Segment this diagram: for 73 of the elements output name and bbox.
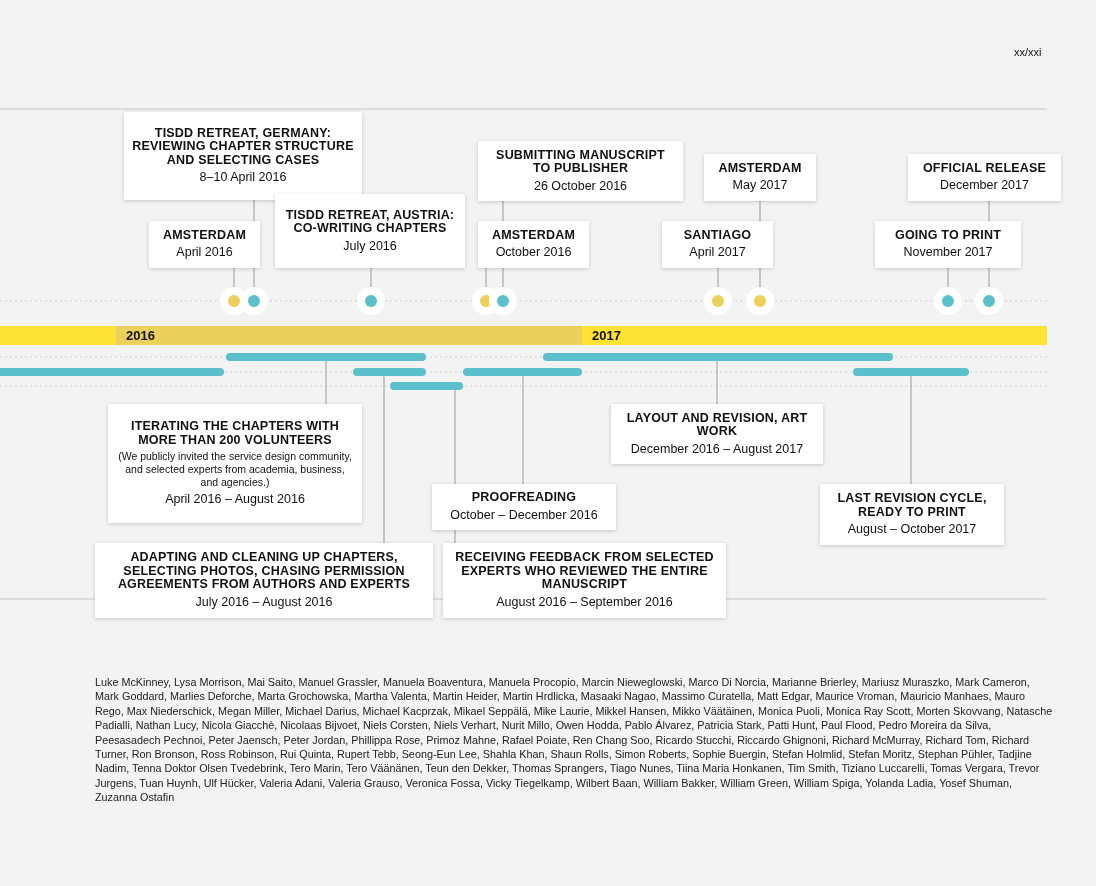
date-text: August 2016 – September 2016 xyxy=(496,594,673,610)
event-title: TISDD RETREAT, AUSTRIA: CO-WRITING CHAPTERS xyxy=(284,208,456,236)
timeline-dot xyxy=(489,287,517,315)
duration-bar xyxy=(0,368,224,376)
date-text: October 2016 xyxy=(495,245,572,261)
callout-card xyxy=(432,484,616,530)
leader-line xyxy=(485,267,487,288)
callout-card xyxy=(124,112,362,200)
note-text: (We publicly invited the service design community, and selected experts from academia, business, and agencies.) xyxy=(117,450,353,489)
leader-line xyxy=(717,267,719,288)
date-text: April 2017 xyxy=(689,245,746,261)
date-text: July 2016 xyxy=(343,238,397,254)
timeline-dot xyxy=(746,287,774,315)
page-number: xx/xxi xyxy=(1014,46,1042,58)
event-title: AMSTERDAM xyxy=(491,228,575,243)
callout-card xyxy=(443,543,726,618)
callout-card xyxy=(108,404,362,523)
event-title: GOING TO PRINT xyxy=(894,228,1002,243)
date-text: April 2016 xyxy=(176,245,233,261)
duration-bar xyxy=(390,382,463,390)
date-text: 26 October 2016 xyxy=(533,178,628,194)
duration-bar xyxy=(353,368,426,376)
event-title: LAST REVISION CYCLE, READY TO PRINT xyxy=(836,492,988,519)
leader-line xyxy=(383,375,385,544)
timeline-dot xyxy=(934,287,962,315)
duration-bar xyxy=(463,368,582,376)
event-title: TISDD RETREAT, GERMANY: REVIEWING CHAPTER STRUCTURE AND SELECTING CASES xyxy=(132,126,354,168)
date-text: December 2016 – August 2017 xyxy=(630,441,804,457)
event-title: ADAPTING AND CLEANING UP CHAPTERS, SELECTING PHOTOS, CHASING PERMISSION AGREEMENTS FROM AUTHORS AND EXPERTS xyxy=(116,551,412,592)
callout-card xyxy=(149,221,260,268)
timeline-dot xyxy=(704,287,732,315)
leader-line xyxy=(522,375,524,485)
year-label: 2016 xyxy=(126,328,155,343)
leader-line xyxy=(716,360,718,405)
callout-card xyxy=(478,221,589,268)
timeline-dot xyxy=(357,287,385,315)
callout-card xyxy=(611,404,823,464)
leader-line xyxy=(233,267,235,288)
date-text: 8–10 April 2016 xyxy=(199,170,287,186)
event-title: LAYOUT AND REVISION, ART WORK xyxy=(625,411,809,439)
callout-card xyxy=(95,543,433,618)
callout-card xyxy=(662,221,773,268)
callout-card xyxy=(478,141,683,201)
date-text: November 2017 xyxy=(903,245,993,261)
duration-bar xyxy=(853,368,969,376)
callout-card xyxy=(908,154,1061,201)
date-text: April 2016 – August 2016 xyxy=(165,492,305,507)
date-text: May 2017 xyxy=(732,178,788,194)
event-title: RECEIVING FEEDBACK FROM SELECTED EXPERTS WHO REVIEWED THE ENTIRE MANUSCRIPT xyxy=(454,551,715,592)
callout-card xyxy=(820,484,1004,545)
year-label: 2017 xyxy=(592,328,621,343)
date-text: December 2017 xyxy=(940,178,1029,194)
event-title: SUBMITTING MANUSCRIPT TO PUBLISHER xyxy=(495,148,666,176)
timeline-dot xyxy=(975,287,1003,315)
leader-line xyxy=(910,375,912,485)
leader-line xyxy=(325,360,327,405)
duration-bar xyxy=(226,353,426,361)
date-text: October – December 2016 xyxy=(450,507,598,523)
leader-line xyxy=(370,267,372,288)
date-text: July 2016 – August 2016 xyxy=(195,594,333,610)
event-title: AMSTERDAM xyxy=(162,228,246,243)
callout-card xyxy=(704,154,816,201)
date-text: August – October 2017 xyxy=(847,522,977,537)
contributor-list: Luke McKinney, Lysa Morrison, Mai Saito, Manuel Grassler, Manuela Boaventura, Manuela Procopio, Marcin Nieweglowski, Marco Di Norcia, Marianne Brierley, Mariusz Muraszko, Mark Cameron, Mark Goddard, Marlies Deforche, Marta Grochowska, Martha Valenta, Martin Heider, Martin Hrdlicka, Masaaki Nagao, Massimo Curatella, Matt Edgar, Maurice Vroman, Mauricio Manhaes, Mauro Rego, Max Niederschick, Megan Miller, Michael Darius, Michael Kacprzak, Mikael Seppälä, Mike Laurie, Mikkel Hansen, Mikko Väätäinen, Monica Puoli, Monica Ray Scott, Morten Skovvang, Natasche Padialli, Nathan Lucy, Nicola Giacchè, Nicolaas Bijvoet, Niels Corsten, Niels Verhart, Nurit Millo, Owen Hodda, Pablo Álvarez, Patricia Stark, Patti Hunt, Paul Flood, Pedro Moreira da Silva, Peesasadech Pechnoi, Peter Jaensch, Peter Jordan, Phillippa Rose, Primoz Mahne, Rafael Poiate, Ren Chang Soo, Ricardo Stucchi, Riccardo Ghignoni, Richard McMurray, Richard Tom, Richard Turner, Ron Bronson, Ross Robinson, Rui Quinta, Rupert Tebb, Seong-Eun Lee, Shahla Khan, Shaun Rolls, Simon Roberts, Sophie Buergin, Stefan Holmlid, Stefan Moritz, Stephan Pühler, Tadjine Nadim, Tenna Doktor Olsen Tvedebrink, Tero Marin, Tero Väänänen, Teun den Dekker, Thomas Sprangers, Tiago Nunes, Tiina Maria Honkanen, Tim Smith, Tiziano Luccarelli, Tomas Vergara, Trevor Jurgens, Tuan Huynh, Ulf Hücker, Valeria Adani, Valeria Grauso, Veronica Fossa, Vicky Tiegelkamp, Wilbert Baan, William Bakker, William Green, William Spiga, Yolanda Ladia, Yosef Shuman, Zuzanna Ostafin xyxy=(95,675,1055,805)
event-title: ITERATING THE CHAPTERS WITH MORE THAN 200 VOLUNTEERS xyxy=(130,420,340,447)
duration-bar xyxy=(543,353,893,361)
event-title: SANTIAGO xyxy=(683,228,752,243)
callout-card xyxy=(875,221,1021,268)
event-title: PROOFREADING xyxy=(471,491,577,505)
event-title: AMSTERDAM xyxy=(718,161,802,176)
callout-card xyxy=(275,194,465,268)
leader-line xyxy=(947,267,949,288)
event-title: OFFICIAL RELEASE xyxy=(922,161,1047,176)
